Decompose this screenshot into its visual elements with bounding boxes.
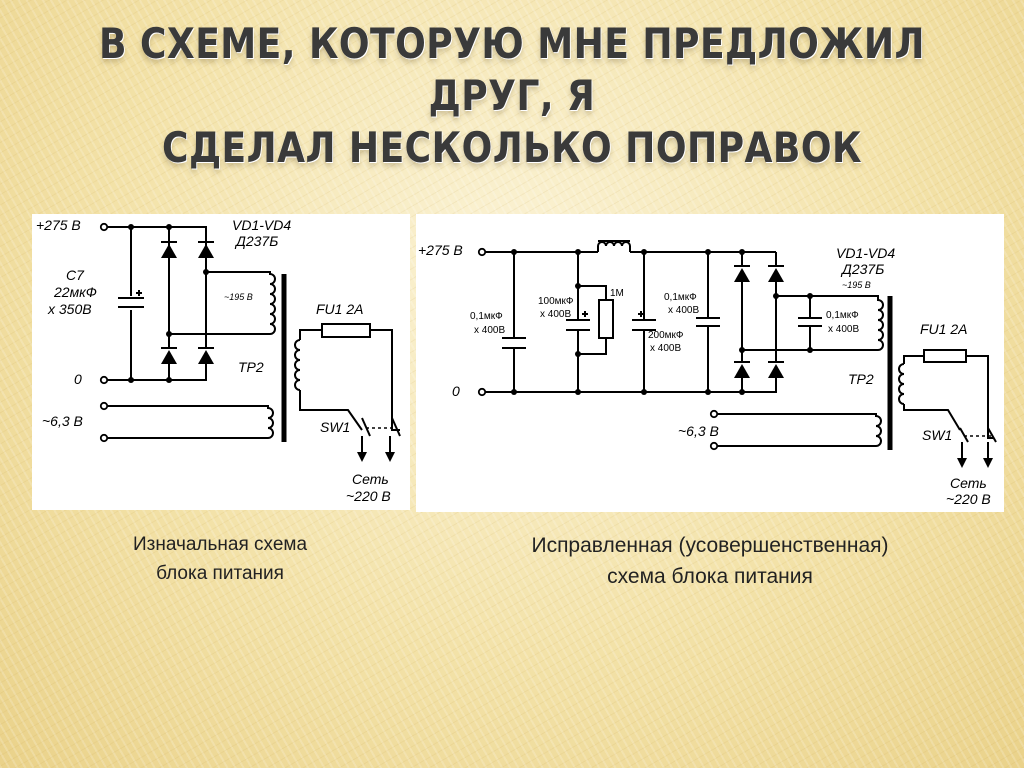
label-c1-voltage: х 400В <box>474 325 505 336</box>
label-plus-275v: +275 В <box>418 242 463 258</box>
terminal-plus-275v <box>99 222 109 232</box>
label-195v: ~195 В <box>224 292 253 302</box>
original-schematic: +275 В 0 ~6,3 В С7 22мкФ х 350В VD1-VD4 <box>36 217 401 504</box>
terminal-zero <box>477 387 487 397</box>
label-c2-voltage: х 400В <box>540 309 571 320</box>
fuse-fu1 <box>321 323 371 338</box>
terminal-plus-275v <box>477 247 487 257</box>
fuse-fu1 <box>923 349 967 363</box>
slide-title-line-2: СДЕЛАЛ НЕСКОЛЬКО ПОПРАВОК <box>162 123 862 172</box>
terminal-6-3v-top <box>709 409 719 419</box>
terminal-6-3v-bottom <box>709 441 719 451</box>
transformer-secondary-195v <box>810 295 884 351</box>
capacitor-c3 <box>696 249 720 395</box>
label-c4-value: 200мкФ <box>648 330 684 341</box>
label-d237b: Д237Б <box>840 261 884 277</box>
label-tr2: ТР2 <box>238 359 264 375</box>
label-c3-voltage: х 400В <box>668 305 699 316</box>
label-c7-voltage: х 350В <box>47 301 92 317</box>
diode-bridge <box>734 249 784 395</box>
diode-bridge <box>128 224 214 383</box>
transformer-secondary-195v <box>169 271 276 335</box>
transformer-secondary-6-3v <box>107 405 274 439</box>
label-sw1: SW1 <box>922 427 952 443</box>
transformer-primary <box>898 355 994 460</box>
label-195v: ~195 В <box>842 280 871 290</box>
original-schematic-panel: +275 В 0 ~6,3 В С7 22мкФ х 350В VD1-VD4 <box>32 214 410 510</box>
label-c4-voltage: х 400В <box>650 343 681 354</box>
label-zero: 0 <box>74 371 82 387</box>
capacitor-c5 <box>742 293 822 353</box>
terminal-zero <box>99 375 109 385</box>
capacitor-c1 <box>502 249 526 395</box>
terminal-6-3v-bottom <box>99 433 109 443</box>
slide-title: В СХЕМЕ, КОТОРУЮ МНЕ ПРЕДЛОЖИЛ ДРУГ, Я С… <box>72 18 953 174</box>
capacitor-c7 <box>118 290 144 308</box>
improved-schematic-panel: +275 В 0 ~6,3 В 0,1мкФ х 400В 100мкФ х 4… <box>416 214 1004 512</box>
capacitor-c4 <box>632 249 656 395</box>
label-6-3v: ~6,3 В <box>678 423 719 439</box>
label-c7: С7 <box>66 267 85 283</box>
caption-improved: Исправленная (усовершенственная) схема б… <box>470 530 950 592</box>
label-fu1: FU1 2А <box>316 301 363 317</box>
inductor <box>597 241 631 252</box>
label-fu1: FU1 2А <box>920 321 967 337</box>
rails <box>485 251 777 393</box>
label-zero: 0 <box>452 383 460 399</box>
label-c5-value: 0,1мкФ <box>826 310 859 321</box>
slide-title-line-1: В СХЕМЕ, КОТОРУЮ МНЕ ПРЕДЛОЖИЛ ДРУГ, Я <box>99 19 925 120</box>
caption-original: Изначальная схема блока питания <box>80 530 360 588</box>
rails <box>107 226 207 381</box>
terminal-6-3v-top <box>99 401 109 411</box>
label-vd1-vd4: VD1-VD4 <box>232 217 291 233</box>
label-c2-value: 100мкФ <box>538 296 574 307</box>
label-6-3v: ~6,3 В <box>42 413 83 429</box>
label-sw1: SW1 <box>320 419 350 435</box>
label-mains: Сеть <box>950 475 987 491</box>
resistor-r1 <box>578 285 614 355</box>
label-tr2: ТР2 <box>848 371 874 387</box>
label-c3-value: 0,1мкФ <box>664 292 697 303</box>
label-r1: 1М <box>610 288 624 299</box>
label-plus-275v: +275 В <box>36 217 81 233</box>
switch-sw1 <box>957 427 997 468</box>
label-mains-voltage: ~220 В <box>346 488 391 504</box>
label-mains-voltage: ~220 В <box>946 491 991 507</box>
improved-schematic: +275 В 0 ~6,3 В 0,1мкФ х 400В 100мкФ х 4… <box>418 240 997 507</box>
caption-original-line-1: Изначальная схема <box>132 534 308 555</box>
label-c5-voltage: х 400В <box>828 324 859 335</box>
label-mains: Сеть <box>352 471 389 487</box>
transformer-secondary-6-3v <box>717 413 882 447</box>
label-c1-value: 0,1мкФ <box>470 311 503 322</box>
label-vd1-vd4: VD1-VD4 <box>836 245 895 261</box>
caption-original-line-2: блока питания <box>156 563 284 584</box>
label-d237b: Д237Б <box>234 233 278 249</box>
capacitor-c2 <box>566 249 590 395</box>
switch-sw1 <box>357 417 401 462</box>
caption-improved-line-1: Исправленная (усовершенственная) <box>531 534 889 557</box>
caption-improved-line-2: схема блока питания <box>607 565 813 588</box>
label-c7-value: 22мкФ <box>53 284 97 300</box>
